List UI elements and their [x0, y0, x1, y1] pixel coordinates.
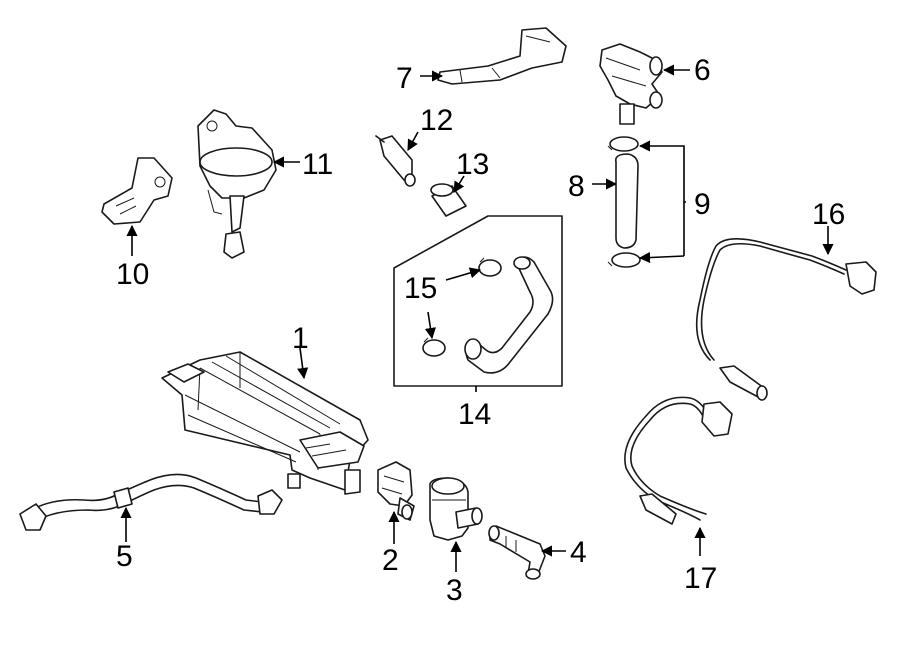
callout-14: 14: [458, 398, 491, 431]
part-10-bracket: [101, 157, 173, 225]
callout-17: 17: [684, 562, 717, 595]
part-13-cap: [430, 183, 467, 217]
callout-2: 2: [382, 544, 399, 577]
part-2-fitting: [377, 461, 415, 521]
part-11-valve-assembly: [197, 109, 277, 259]
part-7-bracket: [437, 27, 567, 85]
part-5-vapor-hose: [19, 473, 283, 531]
callout-3: 3: [446, 574, 463, 607]
callout-6: 6: [694, 54, 711, 87]
callout-9: 9: [694, 188, 711, 221]
part-6-purge-valve: [599, 43, 663, 125]
callout-16: 16: [812, 198, 845, 231]
callout-8: 8: [568, 170, 585, 203]
callout-13: 13: [456, 148, 489, 181]
part-15-clamps: [422, 257, 502, 357]
callout-1: 1: [292, 322, 309, 355]
part-8-hose: [614, 153, 639, 249]
part-17-oxygen-sensor: [624, 396, 733, 525]
callout-10: 10: [116, 258, 149, 291]
part-1-canister: [161, 351, 369, 495]
part-3-valve: [429, 477, 483, 541]
callout-5: 5: [116, 540, 133, 573]
callout-12: 12: [420, 104, 453, 137]
callout-7: 7: [396, 62, 413, 95]
callout-labels: 1 2 3 4 5 6 7 8 9 10 11 12 13 14 15 16 1…: [116, 54, 845, 607]
leader-lines: [120, 64, 834, 572]
part-4-elbow-hose: [488, 525, 546, 580]
part-12-connector: [375, 135, 416, 187]
callout-4: 4: [570, 536, 587, 569]
callout-15: 15: [404, 272, 437, 305]
part-16-oxygen-sensor: [695, 238, 877, 401]
callout-11: 11: [302, 148, 333, 181]
part-14-hose-kit: [393, 215, 563, 387]
